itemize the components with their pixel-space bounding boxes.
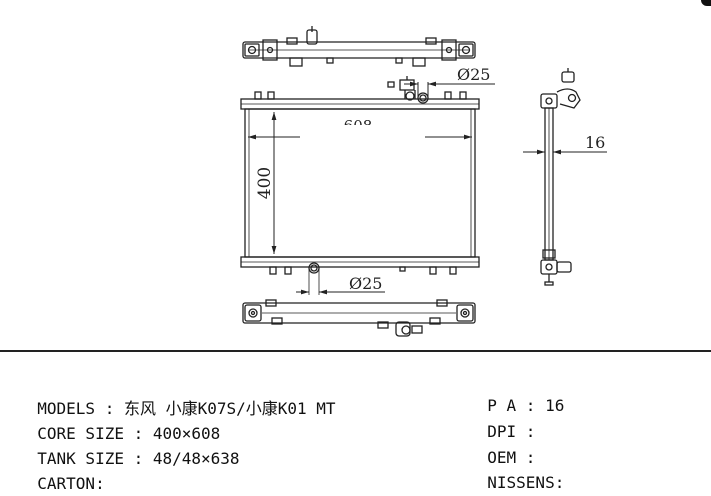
radiator-side-view bbox=[540, 68, 581, 286]
carton-label: CARTON: bbox=[37, 474, 105, 493]
dimension-height-label: 400 bbox=[255, 167, 275, 199]
nissens-label: NISSENS: bbox=[487, 473, 565, 492]
dpi-row: DPI : bbox=[468, 396, 535, 444]
core-size-label: CORE SIZE : bbox=[37, 424, 153, 443]
oem-label: OEM : bbox=[487, 448, 536, 467]
dimension-width-label: 608 bbox=[344, 117, 373, 135]
models-label: MODELS : bbox=[37, 399, 124, 418]
dimension-bottom-pipe-label: Ø25 bbox=[349, 274, 382, 293]
top-tank-top-view bbox=[242, 26, 476, 67]
tank-size-value: 48/48×638 bbox=[152, 449, 240, 468]
radiator-technical-drawing: 400 608 Ø25 Ø25 bbox=[240, 26, 607, 337]
bottom-tank-bottom-view bbox=[242, 299, 476, 337]
models-value: 东风 小康K07S/小康K01 MT bbox=[123, 399, 336, 418]
radiator-drawing-svg: 400 608 Ø25 Ø25 bbox=[240, 26, 607, 337]
dimension-thickness-label: 16 bbox=[585, 133, 605, 152]
models-row: MODELS : 东风 小康K07S/小康K01 MT bbox=[18, 373, 336, 421]
tank-size-row: TANK SIZE : 48/48×638 bbox=[18, 423, 240, 471]
radiator-front-view bbox=[240, 76, 480, 295]
pa-value: 16 bbox=[545, 396, 565, 415]
core-size-value: 400×608 bbox=[152, 424, 221, 443]
oem-row: OEM : bbox=[468, 422, 535, 470]
pa-row: P A : 16 bbox=[468, 370, 564, 418]
carton-row: CARTON: bbox=[18, 448, 105, 496]
dimension-top-pipe bbox=[404, 81, 495, 98]
dpi-label: DPI : bbox=[487, 422, 536, 441]
core-size-row: CORE SIZE : 400×608 bbox=[18, 398, 220, 446]
section-divider bbox=[0, 350, 711, 352]
pa-label: P A : bbox=[487, 396, 546, 415]
dimension-top-pipe-label: Ø25 bbox=[457, 65, 490, 84]
corner-mark bbox=[701, 0, 711, 6]
nissens-row: NISSENS: bbox=[468, 447, 564, 495]
tank-size-label: TANK SIZE : bbox=[37, 449, 153, 468]
